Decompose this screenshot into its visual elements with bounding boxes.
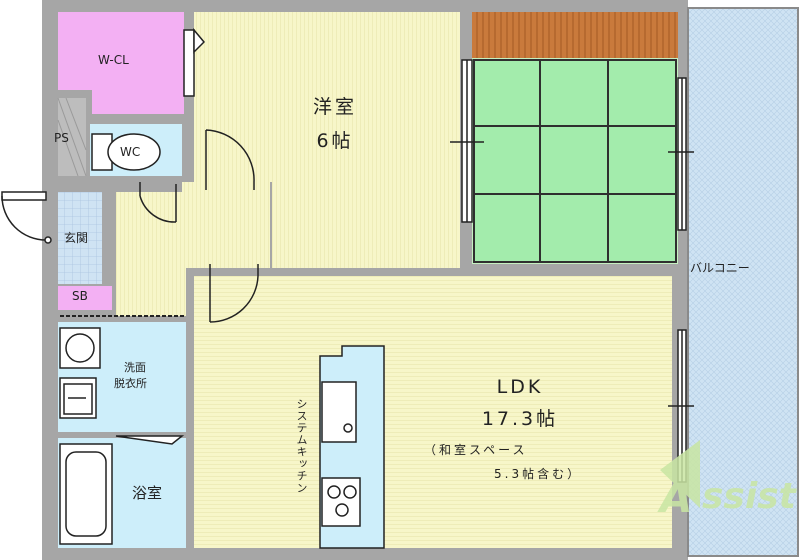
door — [205, 129, 255, 190]
wc-label: WC — [120, 145, 141, 159]
toilet-fixture — [91, 133, 161, 171]
balcony-area — [687, 7, 799, 557]
door — [209, 264, 259, 323]
balcony-label: バルコニー — [690, 261, 750, 275]
system-kitchen — [319, 345, 385, 549]
window — [450, 59, 484, 223]
ldk-note-1: （和室スペース — [424, 443, 528, 457]
entrance-label: 玄関 — [64, 231, 89, 245]
wcl-label: W-CL — [98, 53, 129, 67]
ldk-note-2: 5.3帖含む） — [494, 467, 583, 481]
door — [139, 182, 177, 223]
ldk-floor — [194, 276, 672, 548]
door — [1, 191, 52, 244]
bedroom-name: 洋室 — [312, 96, 357, 118]
washing-machine-pan — [59, 327, 101, 369]
entrance-area — [58, 192, 102, 284]
window — [668, 77, 694, 231]
bath-label: 浴室 — [132, 484, 163, 502]
washroom-label-1: 洗面 — [124, 361, 146, 374]
tatami-edge-strip — [472, 12, 678, 58]
shoe-box — [58, 286, 112, 310]
western-bedroom — [194, 12, 460, 182]
kitchen-label: システムキッチン — [295, 398, 308, 494]
wash-basin — [59, 377, 97, 419]
ps-label: PS — [54, 131, 69, 145]
washroom-label-2: 脱衣所 — [114, 377, 147, 390]
svg-text:A: A — [657, 473, 693, 522]
svg-text:ssist: ssist — [702, 476, 798, 517]
assist-watermark-logo: A ssist — [657, 440, 798, 522]
ldk-name: LDK — [496, 376, 544, 398]
tatami-space — [472, 58, 678, 264]
bathtub — [59, 443, 113, 545]
bedroom-size: 6帖 — [316, 130, 354, 152]
ldk-size: 17.3帖 — [481, 408, 559, 430]
sb-label: SB — [72, 289, 88, 303]
walk-in-closet — [58, 12, 184, 114]
door — [183, 27, 206, 97]
